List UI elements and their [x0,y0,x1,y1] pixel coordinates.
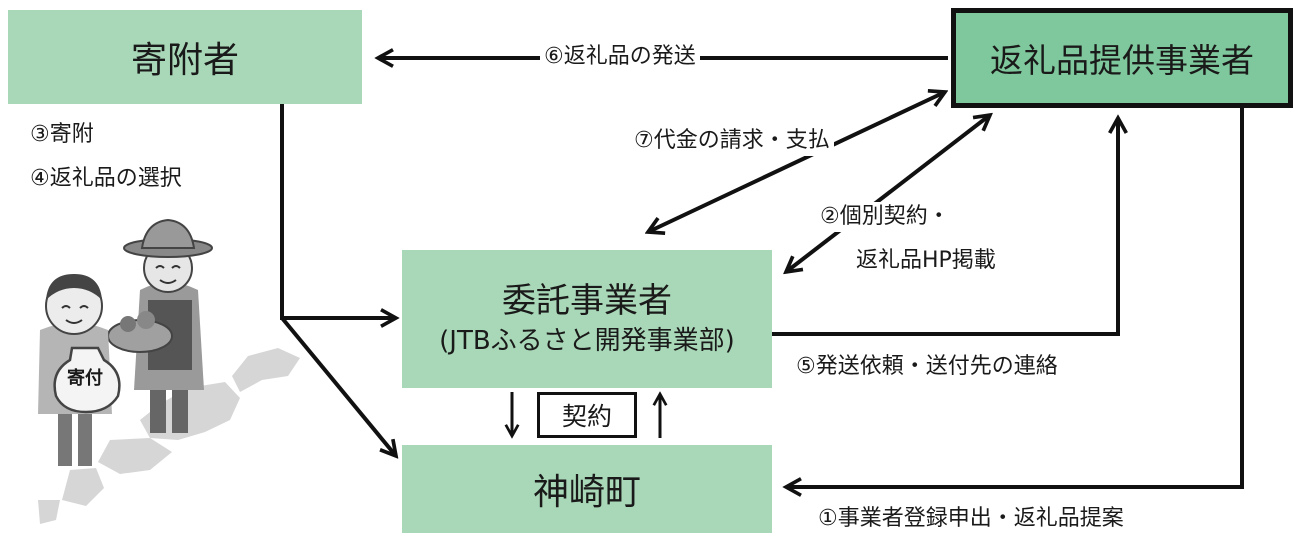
bag-label: 寄付 [67,368,103,389]
arrow-donor-town [280,316,396,456]
node-contract: 契約 [537,392,637,438]
edge-label-step1: ①事業者登録申出・返礼品提案 [818,506,1124,531]
edge-label-step7: ⑦代金の請求・支払 [630,126,834,156]
node-agent-subtitle: (JTBふるさと開発事業部) [439,326,735,356]
node-town: 神崎町 [402,445,772,533]
donor-figure [38,274,121,466]
edge-label-step2-line1: ②個別契約・ [816,202,954,232]
farmer-figure [107,218,213,433]
edge-label-step4: ④返礼品の選択 [30,166,182,191]
arrow-step2 [786,115,990,272]
node-contract-label: 契約 [561,402,612,431]
node-agent: 委託事業者 (JTBふるさと開発事業部) [402,250,772,388]
node-donor: 寄附者 [8,10,362,104]
arrow-step1 [786,108,1244,487]
node-donor-label: 寄附者 [130,40,239,81]
arrow-step5 [772,118,1118,336]
node-provider: 返礼品提供事業者 [951,8,1293,108]
edge-label-step3: ③寄附 [30,122,94,147]
edge-label-step5: ⑤発送依頼・送付先の連絡 [796,354,1058,379]
node-agent-title: 委託事業者 [502,281,672,321]
edge-label-step2-line2: 返礼品HP掲載 [852,246,1000,276]
donor-farmer-illustration [38,218,300,524]
node-provider-label: 返礼品提供事業者 [990,41,1254,80]
edge-label-step6: ⑥返礼品の発送 [540,42,700,72]
node-town-label: 神崎町 [532,472,641,513]
